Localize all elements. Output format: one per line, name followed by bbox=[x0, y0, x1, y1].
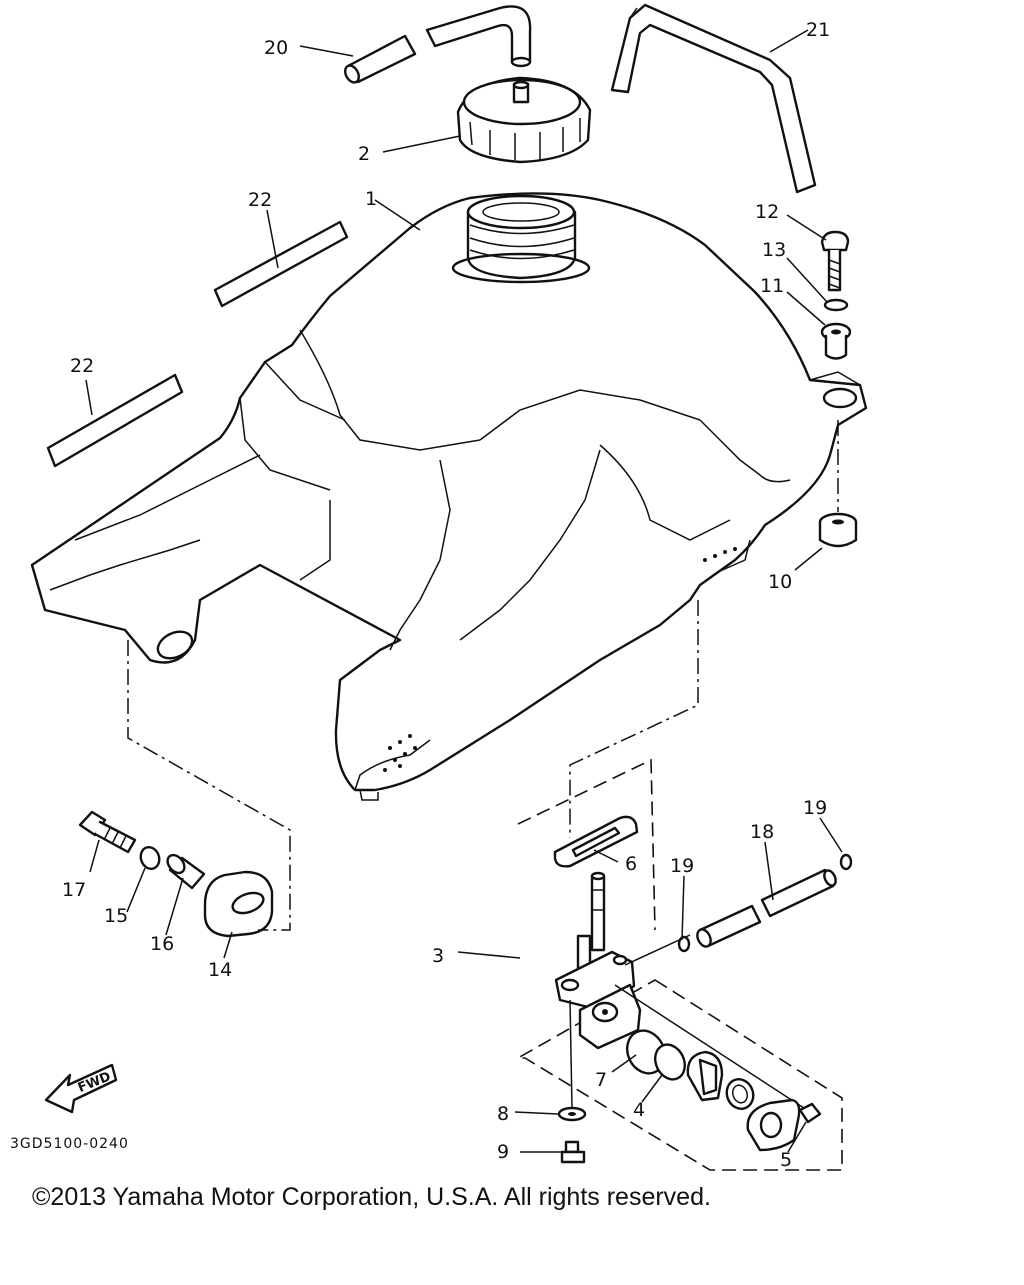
callout-14: 14 bbox=[208, 959, 232, 981]
copyright-notice: ©2013 Yamaha Motor Corporation, U.S.A. A… bbox=[32, 1183, 711, 1211]
assembly-line-fuel-cock bbox=[569, 600, 699, 838]
part-6-gasket bbox=[553, 815, 639, 868]
part-17-bolt bbox=[78, 810, 137, 854]
callout-2: 2 bbox=[358, 143, 370, 165]
part-1-fuel-tank bbox=[30, 192, 868, 801]
callout-18: 18 bbox=[750, 821, 774, 843]
callout-16: 16 bbox=[150, 933, 174, 955]
callout-20: 20 bbox=[264, 37, 288, 59]
callout-12: 12 bbox=[755, 201, 779, 223]
part-cover-plate bbox=[746, 1098, 801, 1152]
leader-lines bbox=[85, 29, 843, 1153]
part-22-pad-upper bbox=[213, 220, 349, 308]
callout-17: 17 bbox=[62, 879, 86, 901]
part-2-fuel-cap bbox=[456, 76, 592, 164]
callout-9: 9 bbox=[497, 1141, 509, 1163]
part-18-fuel-hose bbox=[696, 868, 837, 948]
part-9-drain-bolt bbox=[560, 1140, 586, 1164]
part-10-grommet bbox=[818, 512, 858, 548]
callout-19-b: 19 bbox=[803, 797, 827, 819]
fwd-arrow-icon: FWD bbox=[44, 1063, 118, 1114]
callout-4: 4 bbox=[633, 1099, 645, 1121]
part-5-screw bbox=[798, 1102, 822, 1124]
callout-19-a: 19 bbox=[670, 855, 694, 877]
callout-3: 3 bbox=[432, 945, 444, 967]
part-11-collar bbox=[820, 322, 852, 360]
part-seal bbox=[725, 1078, 755, 1110]
part-21-strap bbox=[610, 3, 817, 194]
callout-10: 10 bbox=[768, 571, 792, 593]
part-3-assembly-outline bbox=[514, 758, 843, 1171]
assembly-line-drain bbox=[569, 999, 573, 1109]
assembly-line-front-mount bbox=[127, 640, 291, 931]
callout-21: 21 bbox=[806, 19, 830, 41]
part-4-o-ring bbox=[654, 1043, 686, 1081]
part-lever bbox=[686, 1050, 724, 1102]
part-13-washer bbox=[823, 298, 849, 312]
diagram-code: 3GD5100-0240 bbox=[10, 1136, 129, 1152]
part-15-washer bbox=[139, 846, 161, 870]
callout-8: 8 bbox=[497, 1103, 509, 1125]
callout-15: 15 bbox=[104, 905, 128, 927]
callout-7: 7 bbox=[595, 1069, 607, 1091]
part-12-bolt bbox=[820, 230, 850, 292]
part-3-fuel-cock bbox=[554, 871, 642, 1050]
part-14-grommet bbox=[203, 870, 274, 938]
part-19-clip-a bbox=[677, 935, 691, 953]
callout-5: 5 bbox=[780, 1149, 792, 1171]
callout-1: 1 bbox=[365, 188, 377, 210]
part-20-vent-hose bbox=[344, 5, 532, 84]
callout-11: 11 bbox=[760, 275, 784, 297]
callout-6: 6 bbox=[625, 853, 637, 875]
part-8-washer bbox=[557, 1106, 587, 1122]
part-22-pad-lower bbox=[46, 373, 184, 468]
callout-22-upper: 22 bbox=[248, 189, 272, 211]
callout-13: 13 bbox=[762, 239, 786, 261]
callout-22-lower: 22 bbox=[70, 355, 94, 377]
part-16-collar bbox=[166, 853, 206, 890]
assembly-line-lever bbox=[614, 984, 811, 1113]
part-19-clip-b bbox=[839, 853, 853, 871]
